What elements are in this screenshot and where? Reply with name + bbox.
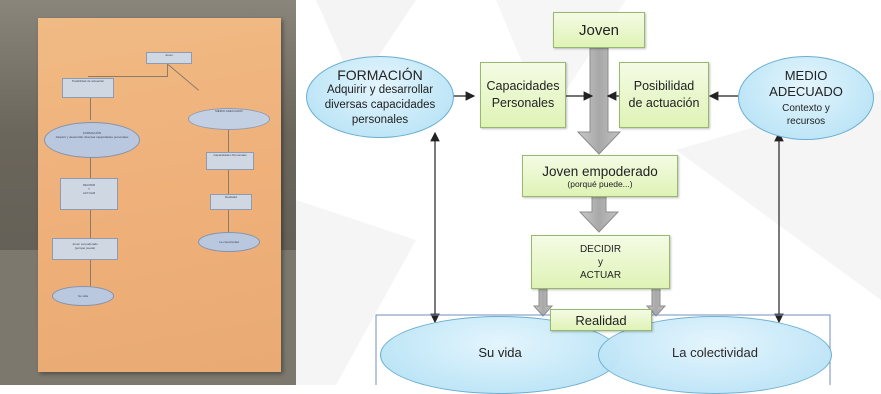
bg-shape <box>296 200 416 385</box>
concept-diagram: Joven FORMACIÓN Adquirir y desarrollar d… <box>296 0 881 394</box>
medio-desc: Contexto y recursos <box>782 103 830 127</box>
formacion-title: FORMACIÓN <box>337 66 423 83</box>
photo-orange-card: Joven Posibilidad de actuación FORMACIÓN… <box>38 18 281 372</box>
photo-line <box>167 64 199 91</box>
photo-line <box>167 62 168 76</box>
colectividad-label: La colectividad <box>672 344 758 360</box>
photo-line <box>228 208 229 232</box>
box-decidir-actuar: DECIDIR y ACTUAR <box>531 235 670 289</box>
ellipse-medio: MEDIO ADECUADO Contexto y recursos <box>738 56 874 140</box>
photo-line <box>88 76 168 77</box>
posibilidad-label: Posibilidad de actuación <box>628 79 700 110</box>
photo-text: Adquirir y desarrollar diversas capacida… <box>55 135 129 139</box>
photo-ellipse-su-vida: Su vida <box>52 286 114 306</box>
photo-text: Joven empoderado <box>72 242 98 246</box>
photo-ellipse-formacion: FORMACIÓN Adquirir y desarrollar diversa… <box>44 122 140 158</box>
diagram-connectors <box>296 0 881 385</box>
medio-title: MEDIO ADECUADO <box>769 68 843 99</box>
empoderado-label: Joven empoderado <box>542 163 658 179</box>
photo-ellipse-colectividad: La colectividad <box>198 232 260 252</box>
actuar-label: ACTUAR <box>579 269 622 281</box>
box-empoderado: Joven empoderado (porqué puede...) <box>522 155 678 197</box>
photo-text: DECIDIR <box>82 183 96 187</box>
photo-text: Y <box>87 187 90 191</box>
main-down-arrow <box>576 47 622 155</box>
photo-line <box>90 156 91 178</box>
empower-down-arrow <box>578 195 620 233</box>
su-vida-label: Su vida <box>478 344 522 360</box>
photo-box-realidad: Realidad <box>210 194 252 210</box>
box-realidad: Realidad <box>550 309 652 331</box>
y-label: y <box>598 256 603 268</box>
formacion-desc: Adquirir y desarrollar diversas capacida… <box>324 83 436 126</box>
photo-line <box>90 208 91 238</box>
bg-shape <box>316 0 416 90</box>
photo-box-joven: Joven <box>146 52 192 64</box>
photo-text: (porqué puede) <box>74 246 96 250</box>
photo-line <box>90 98 91 120</box>
photo-line <box>228 168 229 194</box>
photo-text: ACTUAR <box>82 191 96 195</box>
photo-ellipse-medio: MEDIO ADECUADO <box>188 108 270 130</box>
photo-line <box>90 258 91 286</box>
left-small-arrow <box>532 287 554 317</box>
photo-box-decidir: DECIDIR Y ACTUAR <box>60 178 118 210</box>
photo-box-empoderado: Joven empoderado (porqué puede) <box>52 238 118 260</box>
photo-panel: Joven Posibilidad de actuación FORMACIÓN… <box>0 0 296 385</box>
empoderado-sub: (porqué puede...) <box>567 178 633 189</box>
photo-box-capacidades: Capacidades Personales <box>206 152 254 170</box>
box-posibilidad: Posibilidad de actuación <box>619 62 709 128</box>
photo-text: Su vida <box>77 294 88 298</box>
realidad-label: Realidad <box>575 312 627 328</box>
photo-text: La colectividad <box>219 240 239 244</box>
photo-box-posibilidad: Posibilidad de actuación <box>62 78 114 98</box>
photo-text: FORMACIÓN <box>82 131 102 135</box>
box-joven: Joven <box>553 12 645 48</box>
box-capacidades: Capacidades Personales <box>480 62 566 128</box>
ellipse-formacion: FORMACIÓN Adquirir y desarrollar diversa… <box>306 56 454 138</box>
joven-label: Joven <box>578 21 620 39</box>
photo-line <box>228 130 229 152</box>
capacidades-label: Capacidades Personales <box>486 79 560 110</box>
decidir-label: DECIDIR <box>579 243 622 255</box>
